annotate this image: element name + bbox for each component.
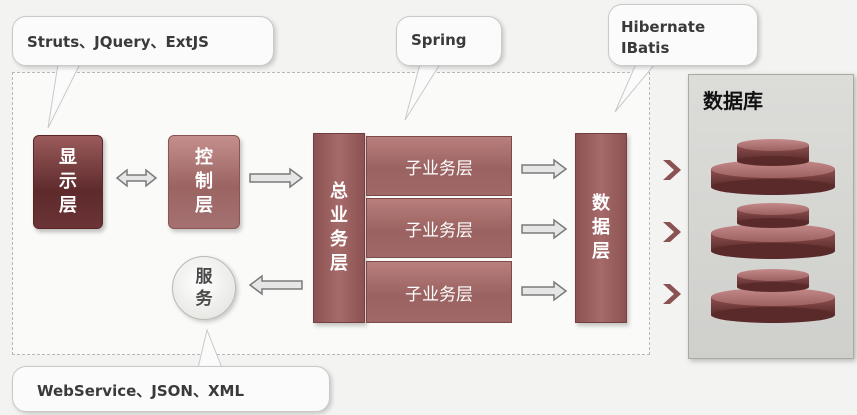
callout-tail-service: [197, 328, 223, 369]
database-panel: 数据库: [688, 74, 854, 359]
control-layer-char: 控: [195, 147, 213, 168]
sub-business-layer-label: 子业务层: [405, 158, 473, 179]
business-layer-char: 务: [330, 229, 348, 250]
double-arrow-icon: [115, 168, 158, 188]
callout-tail-spring: [404, 63, 441, 121]
control-layer-block: 控 制 层: [168, 135, 240, 229]
chevron-right-icon: [663, 160, 681, 180]
callout-orm-line1: Hibernate: [621, 18, 706, 36]
callout-orm-line2: IBatis: [621, 39, 670, 57]
data-layer-char: 据: [592, 217, 610, 238]
database-disk-stack: [711, 203, 835, 259]
callout-spring: Spring: [396, 16, 502, 66]
database-disk-stack: [711, 269, 835, 323]
database-disks-icon: [711, 139, 835, 323]
business-layer-char: 层: [330, 253, 348, 274]
service-char: 服: [195, 267, 213, 287]
database-title: 数据库: [703, 89, 763, 113]
callout-tail-orm: [614, 63, 657, 113]
data-layer-column: 数 据 层: [575, 133, 627, 323]
database-disk-stack: [711, 139, 835, 195]
control-layer-char: 制: [195, 171, 213, 192]
callout-service-tech: WebService、JSON、XML: [12, 366, 330, 412]
callout-tail-presentation: [47, 63, 81, 129]
sub-business-layer-label: 子业务层: [405, 284, 473, 305]
chevron-right-icon: [663, 284, 681, 304]
service-char: 务: [195, 289, 213, 309]
display-layer-char: 层: [59, 195, 77, 216]
arrow-right-icon: [249, 167, 304, 189]
data-layer-char: 数: [592, 193, 610, 214]
arrow-right-icon: [521, 218, 568, 240]
sub-business-layer: 子业务层: [366, 198, 512, 258]
callout-orm: Hibernate IBatis: [608, 4, 758, 66]
business-layer-char: 业: [330, 205, 348, 226]
callout-presentation-tech-text: Struts、JQuery、ExtJS: [27, 33, 209, 51]
sub-business-layer: 子业务层: [366, 136, 512, 196]
arrow-right-icon: [521, 158, 568, 180]
sub-business-layer-label: 子业务层: [405, 220, 473, 241]
display-layer-char: 示: [59, 171, 77, 192]
display-layer-block: 显 示 层: [33, 135, 103, 229]
business-layer-char: 总: [330, 181, 348, 202]
callout-service-tech-text: WebService、JSON、XML: [37, 382, 245, 400]
display-layer-char: 显: [59, 147, 77, 168]
service-circle: 服 务: [172, 256, 236, 320]
control-layer-char: 层: [195, 195, 213, 216]
callout-spring-text: Spring: [411, 31, 467, 49]
sub-business-layer: 子业务层: [366, 261, 512, 323]
arrow-left-icon: [248, 274, 303, 296]
arrow-right-icon: [521, 280, 568, 302]
chevron-right-icon: [663, 222, 681, 242]
business-layer-column: 总 业 务 层: [313, 133, 365, 323]
callout-presentation-tech: Struts、JQuery、ExtJS: [12, 16, 274, 66]
data-layer-char: 层: [592, 241, 610, 262]
